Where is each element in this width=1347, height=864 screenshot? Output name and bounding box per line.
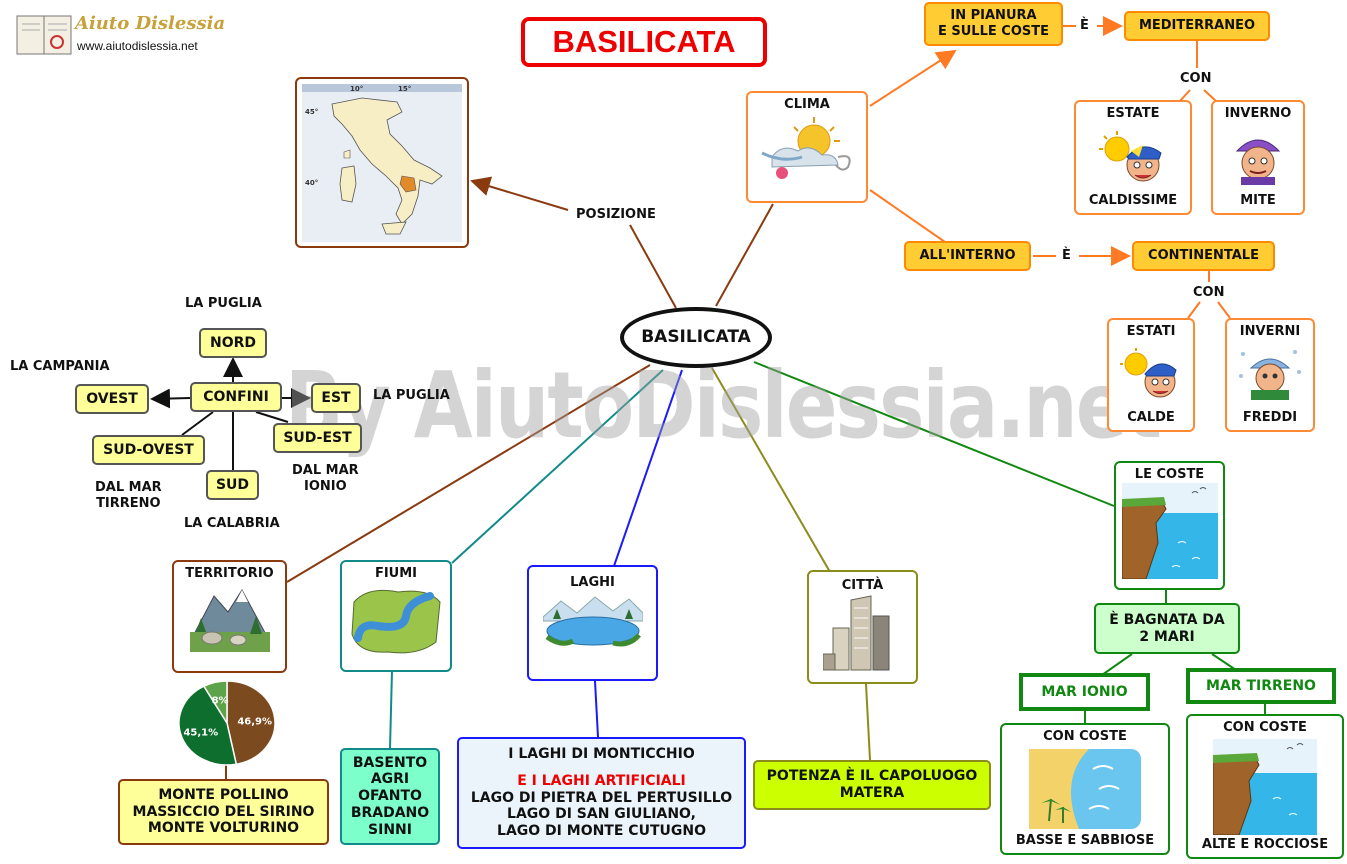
weather-icon bbox=[761, 116, 851, 179]
cliff-coast-icon bbox=[1121, 482, 1218, 579]
citta-text-box[interactable]: POTENZA È IL CAPOLUOGO MATERA bbox=[753, 760, 991, 810]
laghi-line1: I LAGHI DI MONTICCHIO bbox=[508, 746, 695, 762]
laghi-node[interactable]: LAGHI bbox=[527, 565, 658, 681]
confini-box[interactable]: CONFINI bbox=[190, 382, 282, 412]
ovest-label: LA CAMPANIA bbox=[10, 359, 110, 374]
logo[interactable]: Aiuto Dislessia www.aiutodislessia.net bbox=[15, 12, 225, 58]
sudovest-label: DAL MAR TIRRENO bbox=[95, 480, 162, 512]
tirreno-card: CON COSTE ALTE E ROCCIOSE bbox=[1186, 714, 1344, 859]
estati-card: ESTATI CALDE bbox=[1107, 318, 1195, 432]
pie-slice-2 bbox=[202, 680, 228, 726]
interno-box[interactable]: ALL'INTERNO bbox=[904, 241, 1031, 271]
lake-icon bbox=[542, 595, 643, 647]
e-label-2: È bbox=[1062, 248, 1071, 263]
page-title: BASILICATA bbox=[521, 17, 767, 67]
sudest-box[interactable]: SUD-EST bbox=[273, 423, 362, 453]
map-lat2: 40° bbox=[305, 179, 318, 187]
city-icon bbox=[822, 594, 889, 671]
pie-slice-1 bbox=[178, 685, 238, 766]
inverno-card: INVERNO MITE bbox=[1211, 100, 1305, 215]
monti-box[interactable]: MONTE POLLINO MASSICCIO DEL SIRINO MONTE… bbox=[118, 779, 329, 845]
territorio-pie-chart: 46,9% 45,1% 8% bbox=[178, 680, 276, 766]
territorio-node[interactable]: TERRITORIO bbox=[172, 560, 287, 673]
inverni-card: INVERNI FREDDI bbox=[1225, 318, 1315, 432]
continentale-box[interactable]: CONTINENTALE bbox=[1132, 241, 1275, 271]
sudovest-box[interactable]: SUD-OVEST bbox=[92, 435, 205, 465]
pie-slice-0 bbox=[226, 680, 276, 766]
pie-label-2: 8% bbox=[212, 695, 229, 706]
sud-box[interactable]: SUD bbox=[206, 470, 259, 500]
map-lon1: 10° bbox=[350, 85, 363, 93]
nord-box[interactable]: NORD bbox=[199, 328, 267, 358]
clima-node[interactable]: CLIMA bbox=[746, 91, 868, 203]
posizione-label: POSIZIONE bbox=[576, 207, 656, 222]
mar-tirreno-box[interactable]: MAR TIRRENO bbox=[1186, 668, 1336, 704]
winter-face-icon bbox=[1235, 139, 1281, 185]
nord-label: LA PUGLIA bbox=[185, 296, 262, 311]
citta-node[interactable]: CITTÀ bbox=[807, 570, 918, 684]
italy-map-image: 10° 15° 45° 40° bbox=[302, 83, 462, 242]
logo-url: www.aiutodislessia.net bbox=[77, 39, 198, 53]
est-label: LA PUGLIA bbox=[373, 388, 450, 403]
mar-ionio-box[interactable]: MAR IONIO bbox=[1019, 673, 1150, 711]
laghi-text-box[interactable]: I LAGHI DI MONTICCHIO E I LAGHI ARTIFICI… bbox=[457, 737, 746, 849]
book-icon bbox=[16, 15, 72, 55]
sun-face-icon-2 bbox=[1120, 348, 1177, 398]
fiumi-node[interactable]: FIUMI bbox=[340, 560, 452, 672]
pianura-box[interactable]: IN PIANURA E SULLE COSTE bbox=[924, 2, 1063, 46]
logo-name: Aiuto Dislessia bbox=[75, 13, 226, 34]
river-icon bbox=[351, 589, 441, 653]
cliff-coast-icon-2 bbox=[1213, 738, 1317, 835]
laghi-red-line: E I LAGHI ARTIFICIALI bbox=[517, 772, 686, 789]
laghi-rest: LAGO DI PIETRA DEL PERTUSILLO LAGO DI SA… bbox=[470, 789, 733, 840]
snow-face-icon bbox=[1239, 350, 1301, 400]
central-node[interactable]: BASILICATA bbox=[620, 307, 772, 368]
ionio-card: CON COSTE BASSE E SABBIOSE bbox=[1000, 723, 1170, 855]
con-label-2: CON bbox=[1193, 285, 1225, 300]
bagnata-box[interactable]: È BAGNATA DA 2 MARI bbox=[1094, 603, 1240, 654]
pie-label-0: 46,9% bbox=[237, 717, 272, 728]
sun-face-icon bbox=[1099, 130, 1162, 181]
e-label-1: È bbox=[1080, 18, 1089, 33]
sudest-label: DAL MAR IONIO bbox=[292, 463, 359, 495]
italy-map: 10° 15° 45° 40° bbox=[295, 77, 469, 248]
sud-label: LA CALABRIA bbox=[184, 516, 280, 531]
mountain-icon bbox=[189, 588, 270, 652]
fiumi-list[interactable]: BASENTO AGRI OFANTO BRADANO SINNI bbox=[340, 748, 440, 845]
coste-node[interactable]: LE COSTE bbox=[1114, 461, 1225, 590]
pie-label-1: 45,1% bbox=[183, 727, 218, 738]
watermark: By AiutoDislessia.net bbox=[285, 352, 1162, 459]
estate-card: ESTATE CALDISSIME bbox=[1074, 100, 1192, 215]
map-lat1: 45° bbox=[305, 108, 318, 116]
con-label-1: CON bbox=[1180, 71, 1212, 86]
ovest-box[interactable]: OVEST bbox=[75, 384, 149, 414]
est-box[interactable]: EST bbox=[311, 383, 361, 413]
map-lon2: 15° bbox=[398, 85, 411, 93]
beach-icon bbox=[1029, 749, 1141, 829]
mediterraneo-box[interactable]: MEDITERRANEO bbox=[1124, 11, 1270, 41]
